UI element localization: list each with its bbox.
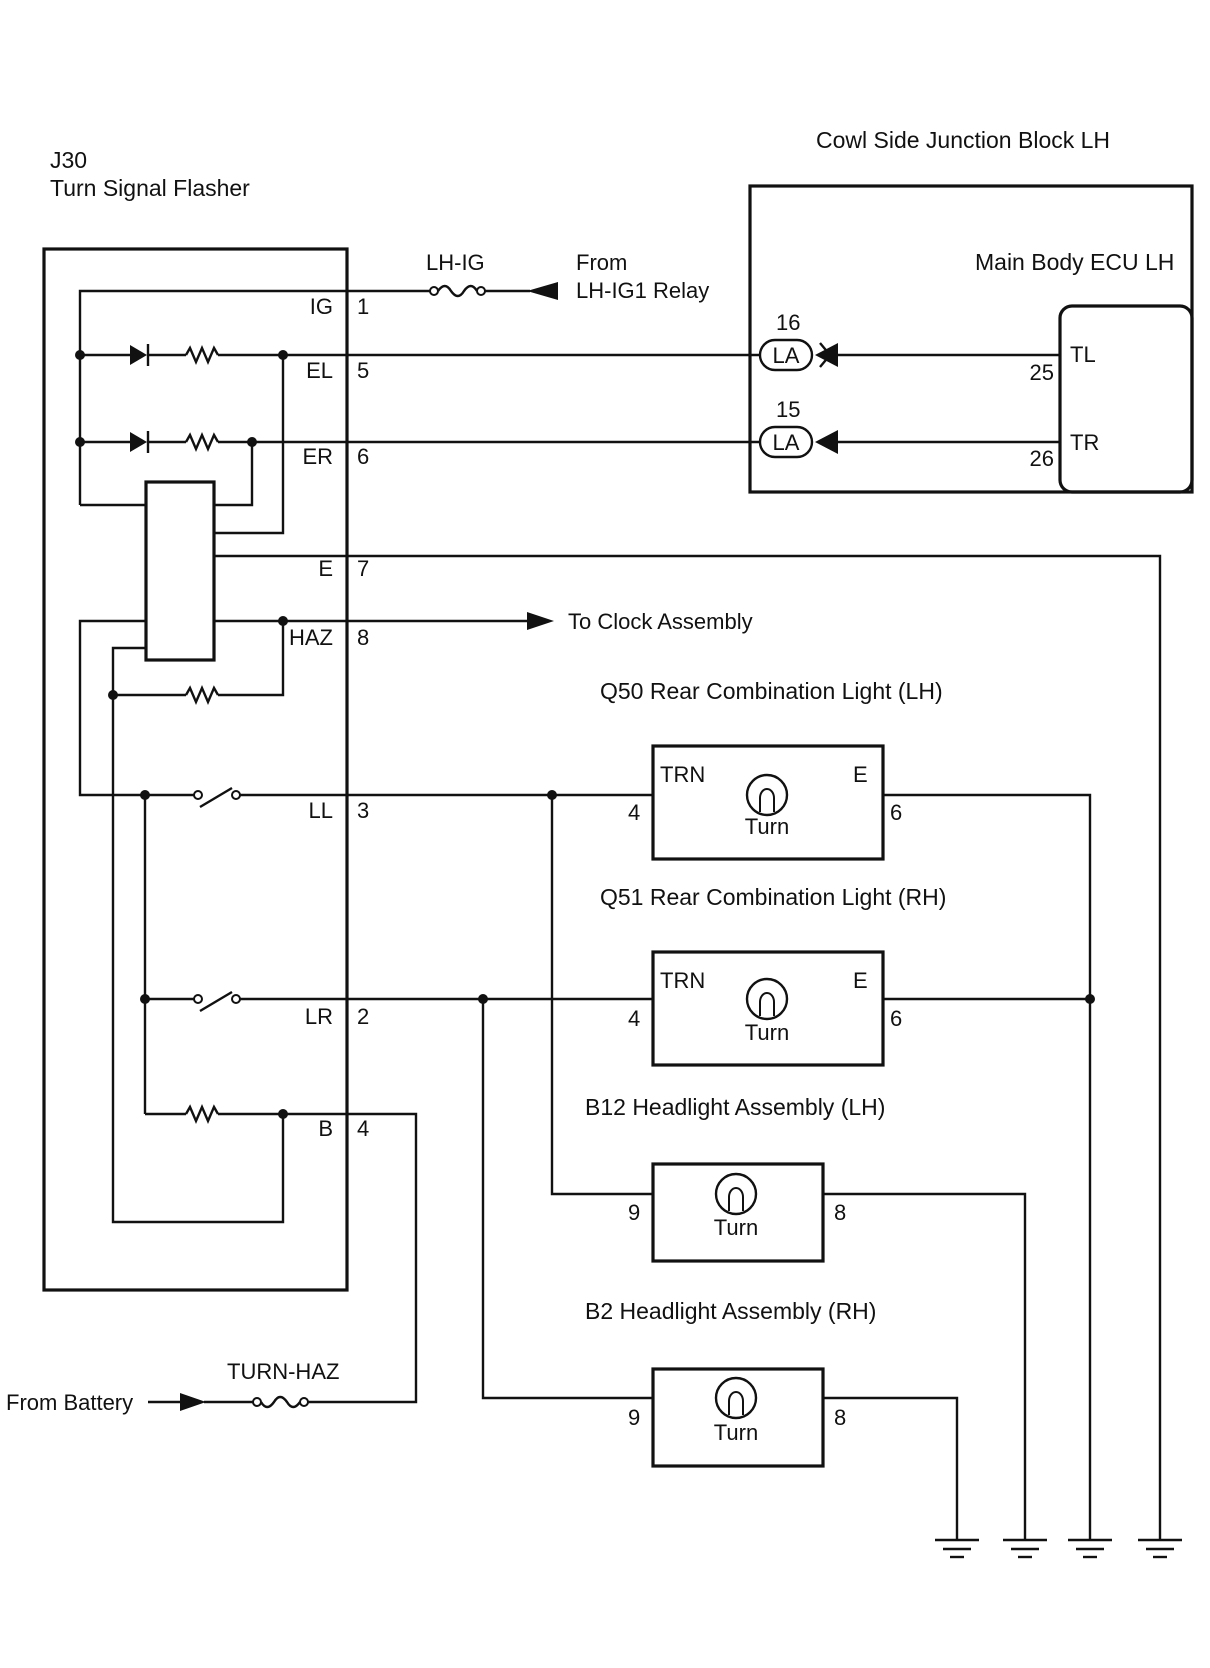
arrow-from-battery-icon [180,1393,206,1411]
svg-text:TRN: TRN [660,762,705,787]
svg-text:E: E [853,968,868,993]
svg-text:E: E [853,762,868,787]
ground-icon [935,1538,979,1559]
lamp-q50-box [651,744,885,861]
ground-icon [1003,1538,1047,1559]
lamp-b12-box [651,1162,825,1263]
ll-lr-circuit [140,786,653,1114]
switch-lr-icon [199,990,233,1013]
svg-text:Turn: Turn [745,1020,789,1045]
svg-text:8: 8 [834,1200,846,1225]
ecu-pin-tl: TL [1070,342,1096,367]
ground-icons [935,1538,1182,1559]
connector-la-16: LA 16 [758,310,1060,372]
from-label: From [576,250,627,275]
junction-block-box [748,184,1194,494]
pin-el-label: EL [306,358,333,383]
lamp-q51-box [651,950,885,1067]
resistor-haz-icon [184,684,220,706]
pin-e-label: E [318,556,333,581]
flasher-name: Turn Signal Flasher [50,175,250,201]
junction-block-title: Cowl Side Junction Block LH [816,127,1110,153]
lamp-q51: Q51 Rear Combination Light (RH) TRN E Tu… [600,884,1095,1067]
relay-label: LH-IG1 Relay [576,278,709,303]
resistor-b-icon [184,1103,220,1125]
svg-text:Turn: Turn [714,1420,758,1445]
diode-el-icon [130,345,147,365]
fuse-lhig-label: LH-IG [426,250,485,275]
lamp-b2-box [651,1367,825,1468]
pin-ig-num: 1 [357,294,369,319]
lamp-q50-title: Q50 Rear Combination Light (LH) [600,678,943,704]
el-er-circuit [75,344,760,535]
svg-text:Turn: Turn [714,1215,758,1240]
bulb-icon [714,1172,758,1216]
resistor-er-icon [184,431,220,453]
svg-text:Turn: Turn [745,814,789,839]
ecu-title: Main Body ECU LH [975,249,1174,275]
lamp-b2-title: B2 Headlight Assembly (RH) [585,1298,876,1324]
pin-ll-num: 3 [357,798,369,823]
lamp-b12: B12 Headlight Assembly (LH) Turn 9 8 [550,795,1027,1540]
pin-b-label: B [318,1116,333,1141]
pin-er-label: ER [302,444,333,469]
pin-haz-label: HAZ [289,625,333,650]
ecu-pin-tr: TR [1070,430,1099,455]
pin-er-num: 6 [357,444,369,469]
lamp-b12-title: B12 Headlight Assembly (LH) [585,1094,885,1120]
arrow-to-clock-icon [527,612,554,630]
battery-label: From Battery [6,1390,133,1415]
flasher-ic [144,480,216,662]
svg-text:4: 4 [628,800,640,825]
svg-text:9: 9 [628,1405,640,1430]
flasher-pin-labels: IG 1 EL 5 ER 6 E 7 HAZ 8 LL 3 LR 2 B 4 [289,294,369,1141]
svg-text:4: 4 [628,1006,640,1031]
lamp-q50: Q50 Rear Combination Light (LH) TRN E Tu… [600,678,1092,1540]
svg-text:TRN: TRN [660,968,705,993]
ecu-pin-26: 26 [1030,446,1054,471]
connector-la-15: LA 15 [758,397,1060,459]
svg-text:15: 15 [776,397,800,422]
pin-ll-label: LL [309,798,333,823]
clock-label: To Clock Assembly [568,609,753,634]
ground-icon [1068,1538,1112,1559]
bulb-icon [745,977,789,1021]
lamp-b2: B2 Headlight Assembly (RH) Turn 9 8 [481,999,959,1540]
pin-b-num: 4 [357,1116,369,1141]
fuse-turnhaz-label: TURN-HAZ [227,1359,339,1384]
diode-er-icon [130,432,147,452]
ecu-box [1058,304,1194,494]
b-circuit: TURN-HAZ From Battery [6,1103,418,1415]
pin-el-num: 5 [357,358,369,383]
flasher-id: J30 [50,147,87,173]
svg-text:6: 6 [890,800,902,825]
haz-circuit: To Clock Assembly [78,609,753,1224]
pin-haz-num: 8 [357,625,369,650]
pin-lr-num: 2 [357,1004,369,1029]
switch-ll-icon [199,786,233,809]
lamp-q51-title: Q51 Rear Combination Light (RH) [600,884,946,910]
ecu-pins: TL 25 TR 26 [1030,342,1100,471]
svg-text:6: 6 [890,1006,902,1031]
pin-ig-label: IG [310,294,333,319]
ig-circuit: LH-IG From LH-IG1 Relay [78,250,709,505]
ground-icon [1138,1538,1182,1559]
svg-text:LA: LA [773,430,800,455]
flasher-box [42,247,349,1292]
svg-text:8: 8 [834,1405,846,1430]
svg-text:LA: LA [773,343,800,368]
bulb-icon [714,1376,758,1420]
ground-wire-e [214,554,1162,1540]
svg-text:16: 16 [776,310,800,335]
pin-lr-label: LR [305,1004,333,1029]
svg-text:9: 9 [628,1200,640,1225]
ecu-pin-25: 25 [1030,360,1054,385]
arrow-from-relay-icon [527,282,558,300]
bulb-icon [745,773,789,817]
resistor-el-icon [184,344,220,366]
pin-e-num: 7 [357,556,369,581]
